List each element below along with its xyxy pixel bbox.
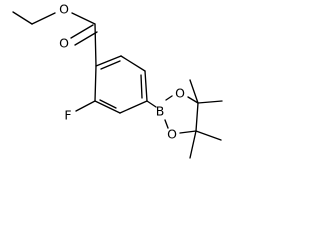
bond-ring-fluorine <box>75 100 96 112</box>
bond-ethyl-ch2-o <box>31 12 56 25</box>
bond-boron-o-lower <box>164 119 169 129</box>
bond-carbonyl-double-1 <box>70 24 94 39</box>
structure-diagram: O O F B O O <box>12 1 223 159</box>
ring-bond-6-1 <box>94 65 97 102</box>
bond-boron-o-upper <box>165 95 173 101</box>
ring-bond-1-2 <box>95 55 122 67</box>
ring-bond-3-4 <box>144 70 148 102</box>
ring-bond-2-3 <box>120 55 146 72</box>
bond-o-lower-c <box>179 130 197 134</box>
atom-label-oxygen-ester: O <box>59 2 69 17</box>
ring-bond-5-6 <box>94 100 121 114</box>
bond-methyl-upper-left <box>189 79 199 104</box>
ring-bond-4-5 <box>119 100 148 114</box>
ring-inner-bond-c <box>99 99 117 109</box>
molecule-drawing: O O F B O O <box>12 2 223 159</box>
bond-o-carbonyl-c <box>71 12 96 25</box>
atom-label-oxygen-ring-lower: O <box>167 127 177 142</box>
ring-inner-bond-b <box>140 74 143 99</box>
bond-ring-boron <box>146 100 157 108</box>
atom-label-oxygen-carbonyl: O <box>59 36 69 51</box>
bond-methyl-upper-right <box>197 100 223 104</box>
bond-carbonyl-double-2 <box>74 31 98 46</box>
bond-methyl-lower-right <box>195 130 222 141</box>
atom-label-oxygen-ring-upper: O <box>175 86 185 101</box>
bond-o-upper-c <box>187 96 199 104</box>
atom-label-fluorine: F <box>64 108 71 123</box>
atom-label-boron: B <box>156 104 165 119</box>
bond-carbonyl-ring <box>94 23 97 67</box>
ring-inner-bond-a <box>100 60 121 70</box>
bond-quaternary-c-c <box>195 102 199 132</box>
bond-ethyl-ch3-ch2 <box>12 11 33 25</box>
bond-methyl-lower-bottom <box>189 130 197 159</box>
